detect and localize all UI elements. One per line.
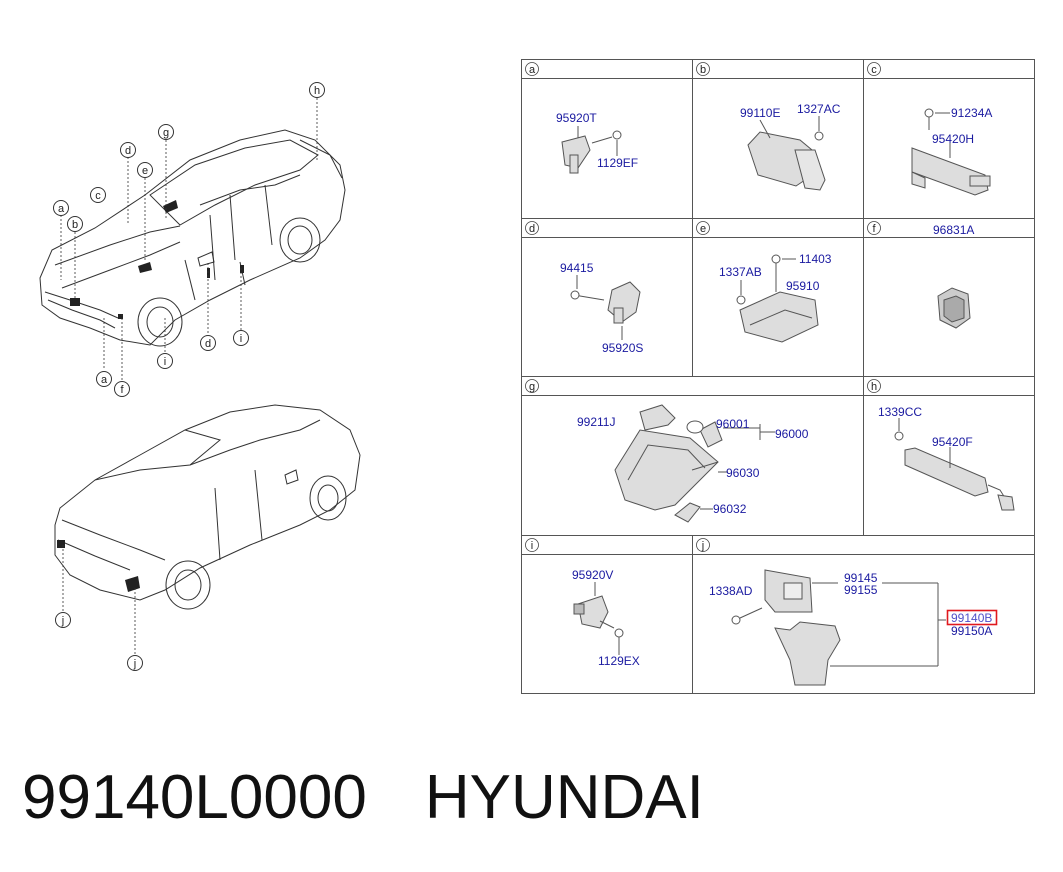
part-1338AD: 1338AD: [709, 584, 753, 598]
part-11403: 11403: [799, 252, 832, 266]
part-99145: 99145: [844, 571, 878, 585]
part-96030: 96030: [726, 466, 760, 480]
rear-car-illustration: [54, 404, 361, 610]
panel-j-label: j: [701, 540, 704, 552]
rear-car-callout-circles: [55, 612, 143, 671]
callout-i2-front: i: [240, 333, 242, 345]
callout-h-front: h: [314, 85, 320, 97]
part-99211J: 99211J: [577, 415, 615, 429]
callout-f-front: f: [120, 384, 124, 396]
front-car-leader-lines: [60, 98, 318, 380]
panel-h-drawing: [894, 418, 1015, 511]
part-99150A: 99150A: [951, 624, 992, 638]
footer-title: 99140L0000 HYUNDAI: [22, 762, 704, 833]
part-95920T: 95920T: [556, 111, 597, 125]
rear-car-component-marks: [57, 540, 140, 592]
front-car-callout-circles: [53, 82, 325, 397]
callout-d2-front: d: [205, 338, 211, 350]
part-91234A: 91234A: [951, 106, 992, 120]
parts-grid: [521, 59, 1035, 694]
panel-header-tags: [525, 62, 881, 552]
panel-c-drawing: [911, 108, 991, 196]
part-99140B-highlighted: 99140B: [951, 611, 992, 625]
part-96032: 96032: [713, 502, 747, 516]
callout-j-rear-right: j: [133, 658, 136, 670]
part-99110E: 99110E: [740, 106, 780, 120]
panel-d-drawing: [570, 275, 641, 340]
panel-j-drawing: [731, 569, 946, 686]
brand-text: HYUNDAI: [424, 763, 704, 832]
front-car-component-marks: [70, 200, 244, 319]
callout-a-front: a: [58, 203, 65, 215]
part-94415: 94415: [560, 261, 594, 275]
panel-e-label: e: [700, 223, 706, 235]
part-95920S: 95920S: [602, 341, 643, 355]
highlight-box: [946, 609, 998, 626]
panel-g-label: g: [529, 381, 535, 393]
callout-a2-front: a: [101, 374, 108, 386]
part-95910: 95910: [786, 279, 820, 293]
panel-f-drawing: [937, 287, 971, 329]
callout-i-front: i: [164, 356, 166, 368]
panel-d-label: d: [529, 223, 535, 235]
panel-i-label: i: [531, 540, 533, 552]
panel-a-label: a: [529, 64, 536, 76]
part-99155: 99155: [844, 583, 878, 597]
part-number-text: 99140L0000: [22, 763, 367, 832]
panel-e-drawing: [736, 254, 819, 343]
part-95420H: 95420H: [932, 132, 974, 146]
callout-d-front: d: [125, 145, 131, 157]
part-96001: 96001: [716, 417, 750, 431]
panel-h-label: h: [871, 381, 877, 393]
callout-j-rear-left: j: [61, 615, 64, 627]
panel-i-drawing: [573, 582, 624, 655]
part-1129EX: 1129EX: [598, 654, 640, 668]
part-1327AC: 1327AC: [797, 102, 841, 116]
callout-c-front: c: [95, 190, 101, 202]
panel-b-label: b: [700, 64, 706, 76]
part-1337AB: 1337AB: [719, 265, 762, 279]
callout-b-front: b: [72, 219, 78, 231]
callout-e-front: e: [142, 165, 148, 177]
part-1339CC: 1339CC: [878, 405, 922, 419]
part-1129EF: 1129EF: [597, 156, 638, 170]
part-96000: 96000: [775, 427, 809, 441]
panel-c-label: c: [871, 64, 877, 76]
part-96831A: 96831A: [933, 223, 974, 237]
panel-g-drawing: [614, 404, 775, 523]
panel-b-drawing: [747, 116, 826, 191]
callout-g-front: g: [163, 127, 169, 139]
part-95920V: 95920V: [572, 568, 613, 582]
part-95420F: 95420F: [932, 435, 973, 449]
front-car-illustration: [39, 129, 346, 347]
parts-diagram: a b c d e g h d i a f i j: [39, 59, 1035, 694]
panel-a-drawing: [561, 126, 622, 174]
rear-car-leader-lines: [62, 545, 136, 655]
panel-f-label: f: [872, 223, 876, 235]
